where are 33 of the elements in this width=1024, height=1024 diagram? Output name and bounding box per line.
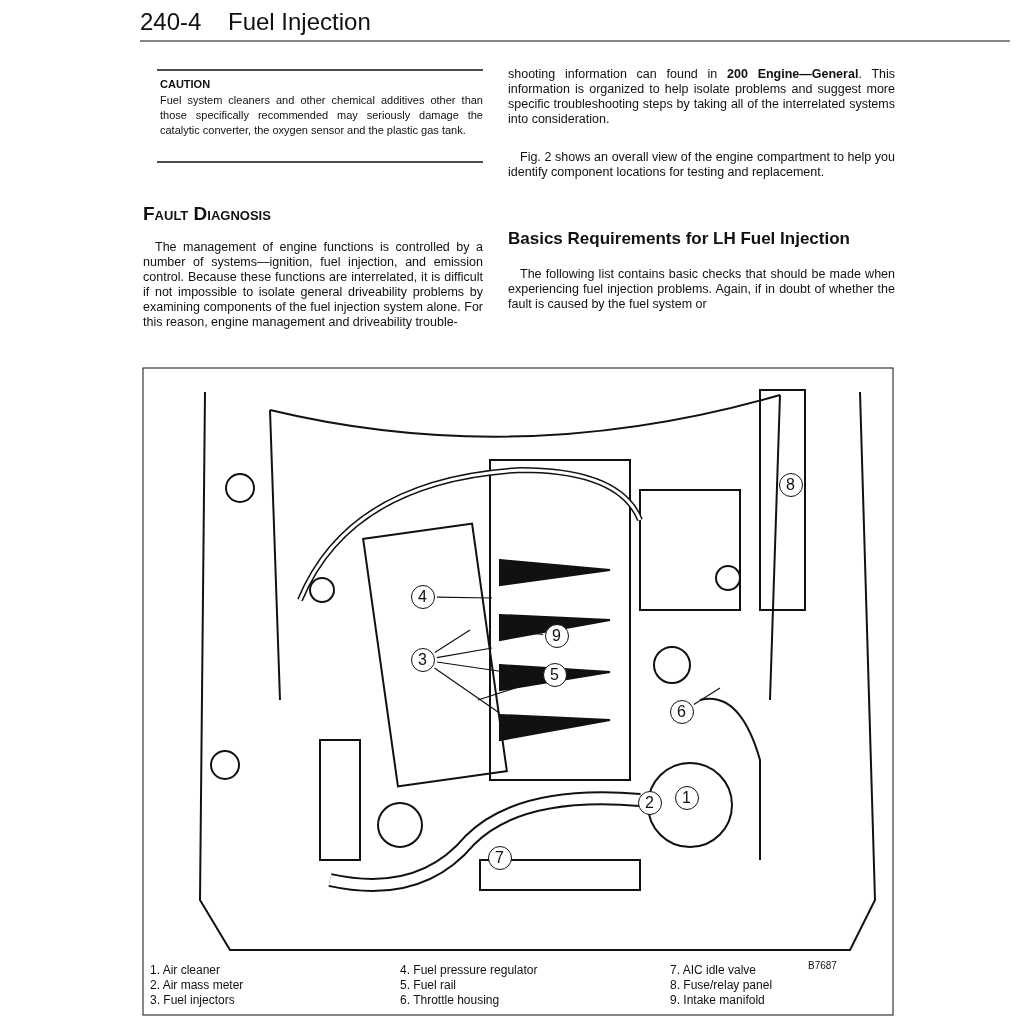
leader-line: [434, 629, 471, 654]
legend-item: 9. Intake manifold: [670, 993, 765, 1008]
legend-item: 5. Fuel rail: [400, 978, 457, 993]
caution-text: Fuel system cleaners and other chemical additives other than those specifically recommended may seriously damage the catalytic converter, the oxygen sensor and the plastic gas tank.: [160, 93, 483, 138]
legend-item: 8. Fuse/relay panel: [670, 978, 773, 993]
body-paragraph: The following list contains basic checks that should be made when experiencing fuel injection problems. Again, if in doubt of whether the fault is caused by the fuel system or: [508, 267, 895, 312]
body-paragraph: shooting information can found in 200 Engine—General. This information is organized to help isolate problems and suggest more specific troubleshooting steps by taking all of the interrelated systems into consideration.: [508, 67, 895, 127]
body-paragraph: The management of engine functions is controlled by a number of systems—ignition, fuel injection, and emission control. Because these functions are interrelated, it is difficult if not impossible to isolate general driveability problems by examining components of the fuel injection system alone. For this reason, engine management and driveability trouble-: [143, 240, 483, 330]
caution-heading: CAUTION: [160, 77, 211, 92]
legend-item: 7. AIC idle valve: [670, 963, 757, 978]
section-heading: Fault Diagnosis: [143, 202, 271, 226]
callout-number: 5: [542, 662, 567, 687]
leader-line: [433, 667, 499, 713]
callout-number: 3: [410, 647, 435, 672]
callout-number: 6: [669, 699, 694, 724]
leader-line: [693, 687, 721, 706]
callout-number: 8: [778, 472, 803, 497]
callout-number: 7: [487, 845, 512, 870]
leader-line: [436, 596, 493, 599]
callout-number: 2: [637, 790, 662, 815]
callout-number: 1: [674, 785, 699, 810]
figure-code: B7687: [808, 959, 837, 973]
legend-item: 6. Throttle housing: [400, 993, 500, 1008]
legend-item: 4. Fuel pressure regulator: [400, 963, 538, 978]
page-number: 240-4: [140, 8, 202, 36]
body-paragraph: Fig. 2 shows an overall view of the engine compartment to help you identify component locations for testing and replacement.: [508, 150, 895, 180]
callout-number: 4: [410, 584, 435, 609]
legend-item: 1. Air cleaner: [150, 963, 221, 978]
legend-item: 3. Fuel injectors: [150, 993, 235, 1008]
page-title: Fuel Injection: [228, 8, 371, 36]
leader-line: [436, 647, 493, 659]
legend-item: 2. Air mass meter: [150, 978, 244, 993]
section-heading: Basics Requirements for LH Fuel Injection: [508, 228, 850, 250]
